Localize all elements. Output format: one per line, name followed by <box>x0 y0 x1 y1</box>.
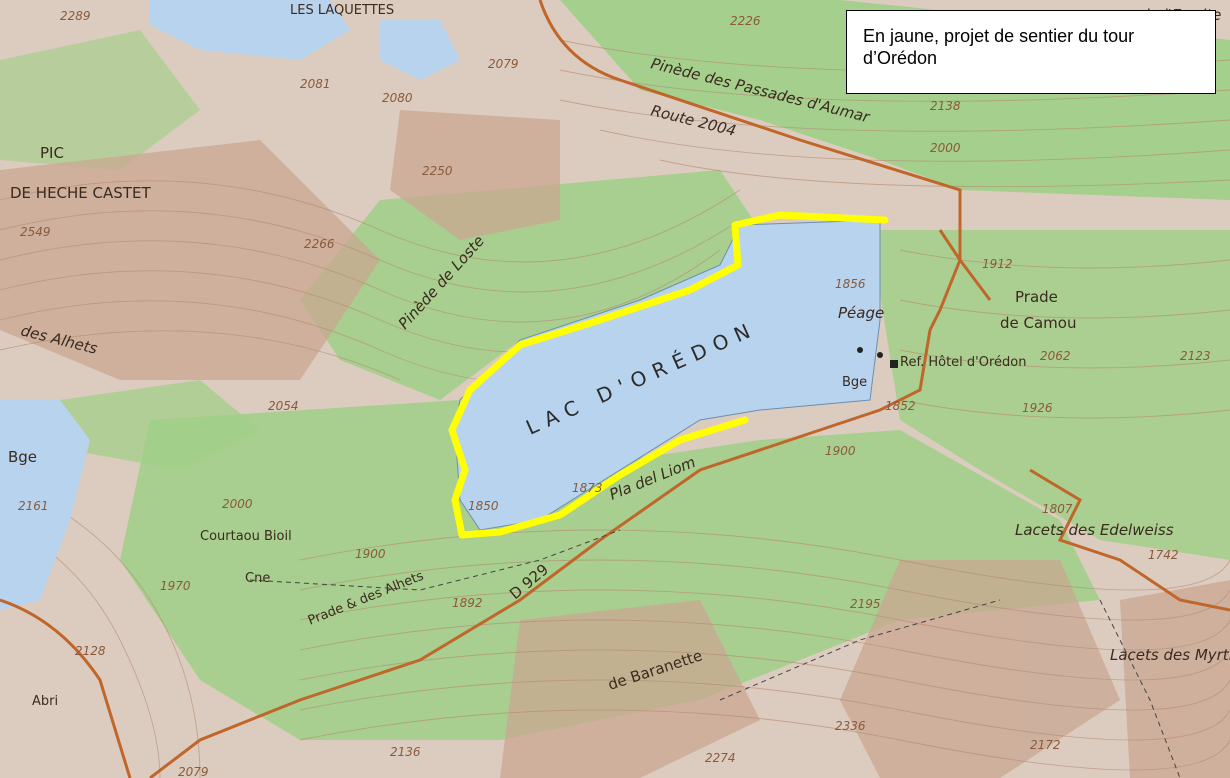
elev-label: 2081 <box>300 77 331 91</box>
trail-project <box>448 211 889 539</box>
label-abri: Abri <box>32 694 58 709</box>
map-markers <box>857 347 898 368</box>
elev-label: 1892 <box>452 596 483 610</box>
hotel-marker <box>890 360 898 368</box>
contour-lines <box>0 39 1230 778</box>
elev-label: 2079 <box>488 57 519 71</box>
paths <box>249 529 1181 778</box>
elev-label: 1900 <box>825 444 856 458</box>
elev-label: 2136 <box>390 745 421 759</box>
elev-label: 1742 <box>1148 548 1179 562</box>
legend-text: En jaune, projet de sentier du tour d’Or… <box>863 26 1135 68</box>
elev-label: 2549 <box>20 225 51 239</box>
label-heche-castet: DE HECHE CASTET <box>10 184 151 202</box>
elev-label: 2062 <box>1040 349 1071 363</box>
elev-label: 2138 <box>930 99 961 113</box>
elev-label: 2080 <box>382 91 413 105</box>
label-bge-right: Bge <box>842 375 867 390</box>
elev-label: 2079 <box>178 765 209 778</box>
elev-label: 2266 <box>304 237 335 251</box>
elev-label: 2161 <box>18 499 49 513</box>
elev-label: 1873 <box>572 481 603 495</box>
elev-label: 2123 <box>1180 349 1211 363</box>
label-pic: PIC <box>40 144 64 162</box>
elev-label: 2054 <box>268 399 299 413</box>
label-prade: Prade <box>1015 288 1058 306</box>
elev-label: 1807 <box>1042 502 1073 516</box>
lake-top-left <box>150 0 350 60</box>
lake-oredon <box>454 219 881 531</box>
elev-label: 1850 <box>468 499 499 513</box>
elev-label: 2000 <box>930 141 961 155</box>
label-cne: Cne <box>245 571 270 586</box>
elev-label: 2000 <box>222 497 253 511</box>
label-courtaou: Courtaou Bioil <box>200 529 292 544</box>
elev-label: 1970 <box>160 579 191 593</box>
legend-box: En jaune, projet de sentier du tour d’Or… <box>846 10 1216 94</box>
refuge-marker <box>857 347 863 353</box>
elev-label: 2274 <box>705 751 736 765</box>
building-marker <box>877 352 883 358</box>
elev-label: 2128 <box>75 644 106 658</box>
elev-label: 2226 <box>730 14 761 28</box>
elev-label: 1926 <box>1022 401 1053 415</box>
lake-laquettes <box>380 20 460 80</box>
elev-label: 2172 <box>1030 738 1061 752</box>
elev-label: 2289 <box>60 9 91 23</box>
label-lacets-edelweiss: Lacets des Edelweiss <box>1015 521 1174 539</box>
elev-label: 1912 <box>982 257 1013 271</box>
elev-label: 1900 <box>355 547 386 561</box>
label-peage: Péage <box>838 304 884 322</box>
elevation-labels: 2289 2081 2080 2079 2226 2138 2250 2266 … <box>18 9 1211 778</box>
elev-label: 1856 <box>835 277 866 291</box>
label-lacets-myrtilles: Lacets des Myrtilles <box>1110 646 1230 664</box>
label-bge-left: Bge <box>8 448 37 466</box>
rock-areas <box>0 110 1230 778</box>
elev-label: 2195 <box>850 597 881 611</box>
elev-label: 2250 <box>422 164 453 178</box>
label-camou: de Camou <box>1000 314 1076 332</box>
lake-left <box>0 400 90 610</box>
elev-label: 2336 <box>835 719 866 733</box>
label-laquettes: LES LAQUETTES <box>290 3 394 18</box>
forest-areas <box>0 0 1230 740</box>
label-refuge: Ref. Hôtel d'Orédon <box>900 355 1026 370</box>
elev-label: 1852 <box>885 399 916 413</box>
